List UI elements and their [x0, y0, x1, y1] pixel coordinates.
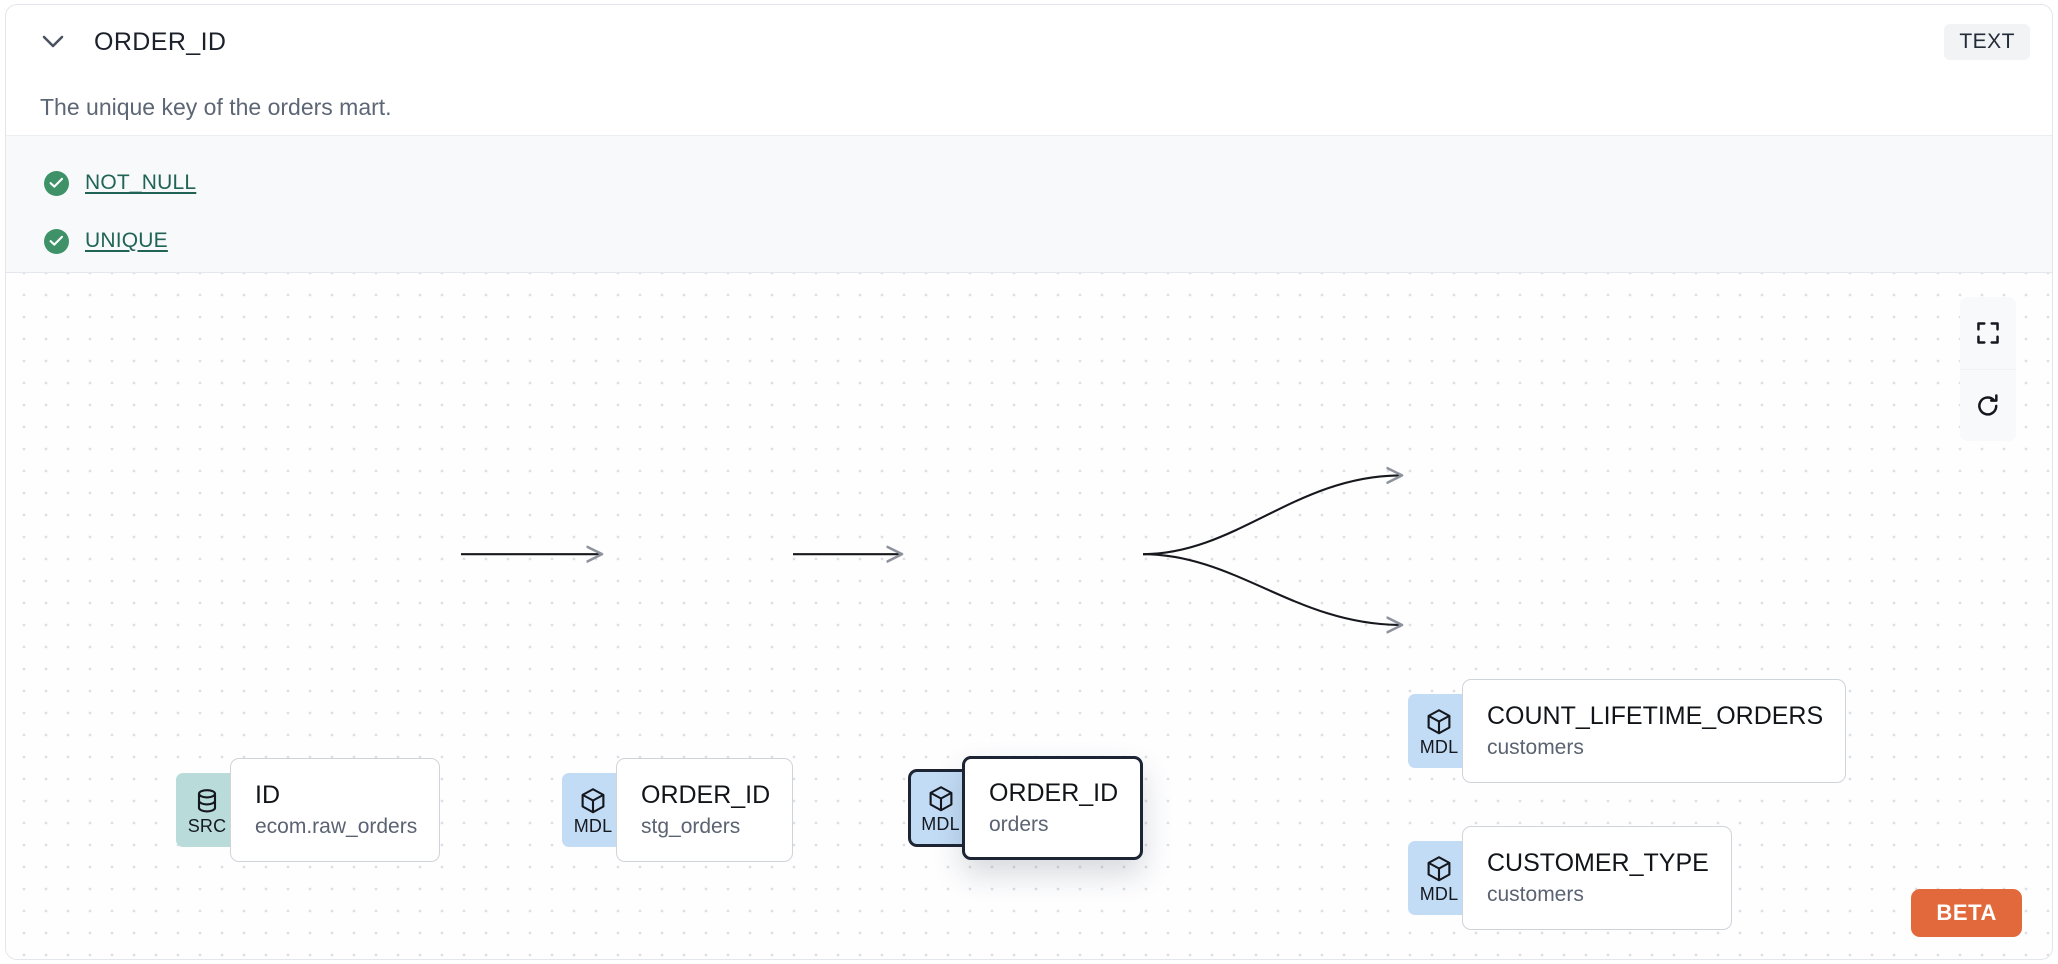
lineage-node-raw-orders-id[interactable]: SRC ID ecom.raw_orders: [176, 758, 441, 862]
column-detail-card: ORDER_ID TEXT The unique key of the orde…: [5, 4, 2053, 960]
node-subtitle: customers: [1487, 882, 1584, 906]
node-body: ORDER_ID stg_orders: [616, 758, 794, 862]
node-name: ORDER_ID: [989, 779, 1119, 808]
test-link-not-null[interactable]: NOT_NULL: [85, 171, 197, 194]
mdl-badge: MDL: [1408, 841, 1470, 915]
edge-orders-to-customer-type: [1142, 553, 1401, 625]
node-subtitle: ecom.raw_orders: [255, 814, 418, 838]
node-name: ORDER_ID: [641, 781, 771, 810]
page-title: ORDER_ID: [94, 27, 227, 56]
lineage-edges: [461, 273, 2052, 959]
mdl-badge: MDL: [1408, 694, 1470, 768]
src-badge-label: SRC: [187, 815, 227, 836]
refresh-icon: [1978, 393, 1998, 416]
cube-icon: [929, 785, 952, 811]
test-row: UNIQUE: [44, 212, 2052, 270]
cube-icon: [1427, 708, 1451, 734]
mdl-badge-label: MDL: [1419, 736, 1459, 757]
lineage-node-customer-type[interactable]: MDL CUSTOMER_TYPE customers: [1408, 826, 1732, 930]
node-body: ID ecom.raw_orders: [230, 758, 441, 862]
lineage-node-stg-orders[interactable]: MDL ORDER_ID stg_orders: [562, 758, 794, 862]
database-icon: [197, 788, 217, 812]
test-link-unique[interactable]: UNIQUE: [85, 229, 168, 252]
mdl-badge-label: MDL: [573, 815, 613, 836]
test-row: NOT_NULL: [44, 154, 2052, 212]
node-name: ID: [255, 781, 280, 810]
node-body: COUNT_LIFETIME_ORDERS customers: [1462, 679, 1847, 783]
column-description: The unique key of the orders mart.: [6, 79, 2052, 135]
mdl-badge-label: MDL: [1419, 883, 1459, 904]
cube-icon: [1427, 855, 1451, 881]
src-badge: SRC: [176, 773, 238, 847]
node-name: COUNT_LIFETIME_ORDERS: [1487, 702, 1824, 731]
tests-panel: NOT_NULL UNIQUE: [6, 135, 2052, 273]
lineage-node-count-lifetime-orders[interactable]: MDL COUNT_LIFETIME_ORDERS customers: [1408, 679, 1847, 783]
beta-badge[interactable]: BETA: [1911, 889, 2022, 937]
reset-layout-button[interactable]: [1960, 369, 2016, 441]
mdl-badge-label: MDL: [921, 813, 960, 834]
node-body: CUSTOMER_TYPE customers: [1462, 826, 1732, 930]
chevron-down-icon[interactable]: [36, 25, 70, 59]
lineage-canvas[interactable]: SRC ID ecom.raw_orders MDL ORDER_ID stg_…: [6, 273, 2052, 959]
cube-icon: [581, 787, 605, 813]
fit-view-button[interactable]: [1960, 297, 2016, 369]
node-subtitle: customers: [1487, 735, 1584, 759]
node-subtitle: orders: [989, 812, 1049, 836]
canvas-controls: [1960, 297, 2016, 441]
node-name: CUSTOMER_TYPE: [1487, 849, 1709, 878]
check-circle-icon: [44, 228, 69, 254]
data-type-badge: TEXT: [1944, 24, 2030, 60]
edge-orders-to-count: [1142, 475, 1401, 556]
node-body: ORDER_ID orders: [962, 756, 1144, 860]
lineage-node-orders-selected[interactable]: MDL ORDER_ID orders: [908, 756, 1144, 860]
node-subtitle: stg_orders: [641, 814, 741, 838]
check-circle-icon: [44, 170, 69, 196]
mdl-badge: MDL: [562, 773, 624, 847]
fullscreen-icon: [1977, 322, 1999, 344]
mdl-badge: MDL: [908, 769, 970, 847]
card-header: ORDER_ID TEXT: [6, 5, 2052, 79]
